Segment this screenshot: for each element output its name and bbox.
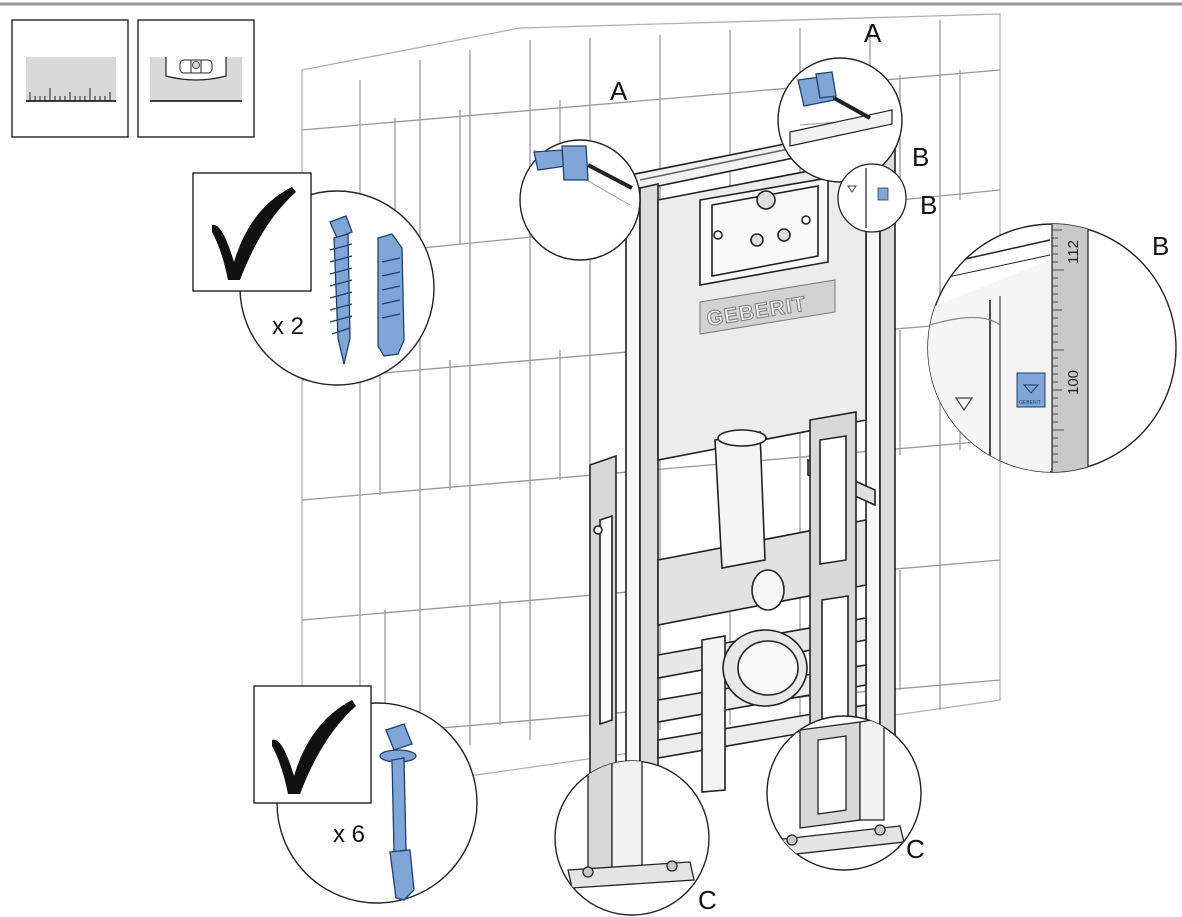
level-marker-detail-large: GEBERIT 112 100 [927, 223, 1177, 473]
wall-screw-detail: x 2 [192, 172, 435, 386]
measuring-tape-icon [11, 19, 129, 138]
check-icon [272, 700, 356, 794]
spirit-level-icon [137, 19, 255, 138]
detail-plate-brand: GEBERIT [1019, 400, 1041, 406]
callout-b-frame-2: B [920, 190, 937, 220]
callout-a-left: A [610, 76, 628, 106]
wall-plug-icon [377, 233, 405, 357]
callout-b-frame-1: B [912, 142, 929, 172]
wall-bracket-detail-right [777, 57, 903, 183]
check-icon [212, 187, 296, 280]
floor-bolt-quantity: x 6 [333, 821, 365, 848]
level-marker-detail-small [837, 163, 907, 233]
callout-b-detail: B [1152, 231, 1169, 261]
ruler-mark-upper: 112 [1065, 240, 1082, 264]
floor-foot-detail-left [554, 760, 710, 916]
wall-screw-quantity: x 2 [272, 313, 304, 340]
wall-bracket-detail-left [519, 139, 641, 261]
callout-c-right: C [906, 834, 925, 864]
floor-bolt-detail: x 6 [253, 685, 478, 904]
ruler-mark-lower: 100 [1065, 370, 1082, 395]
floor-bolt-icon [379, 723, 417, 901]
floor-foot-detail-right [766, 715, 922, 871]
callout-c-left: C [698, 885, 717, 915]
wall-screw-icon [329, 215, 353, 365]
callout-a-right: A [864, 18, 882, 48]
